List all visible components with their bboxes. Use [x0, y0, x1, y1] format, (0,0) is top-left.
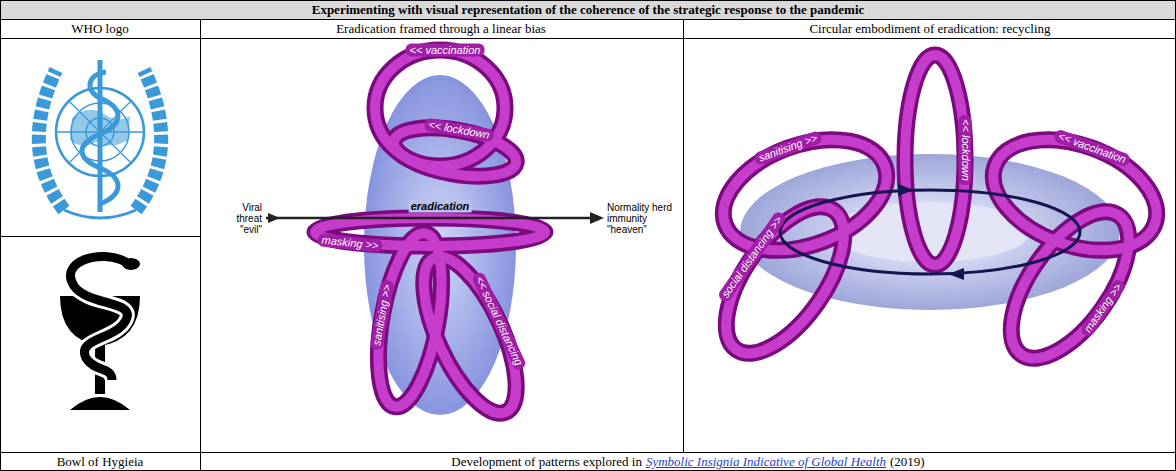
- circular-knot: [703, 55, 1171, 378]
- ring-label: << lockdown: [959, 115, 972, 185]
- who-logo-part: [39, 70, 64, 210]
- ring-label: << vaccination: [406, 44, 485, 57]
- linear-knot-part: [315, 50, 545, 426]
- endpoint-label: Normality herd immunity "heaven": [607, 202, 673, 235]
- ring-label: masking >>: [1079, 278, 1127, 339]
- column-header: WHO logo: [71, 21, 128, 37]
- table-title: Experimenting with visual representation…: [312, 2, 865, 18]
- ring-label: << lockdown: [424, 118, 495, 143]
- caption-line: Development of patterns explored inSymbo…: [451, 454, 924, 470]
- circular-knot-part: [780, 190, 1080, 274]
- linear-knot-part: [315, 50, 545, 426]
- linear-knot-part: [268, 213, 280, 223]
- ring-label: sanitising >>: [370, 280, 395, 351]
- table-grid-part: [0, 452, 1176, 453]
- column-header: Eradication framed through a linear bias: [336, 21, 546, 37]
- hygieia-bowl-part: [70, 256, 127, 380]
- ring-label: masking >>: [317, 233, 383, 253]
- ring-label: sanitising >>: [753, 130, 823, 166]
- caption-text: Development of patterns explored in: [451, 454, 642, 470]
- ring-label: << social distancing: [471, 271, 527, 371]
- table-grid-part: [200, 19, 201, 471]
- who-logo-part: [64, 210, 136, 218]
- hygieia-bowl-part: [70, 397, 130, 410]
- table-grid-part: [683, 19, 684, 452]
- linear-knot-part: [266, 217, 596, 220]
- hygieia-bowl: [60, 256, 140, 410]
- linear-knot-part-part: [405, 244, 535, 425]
- circular-knot-part-part: [905, 55, 965, 265]
- hygieia-bowl-part: [70, 256, 127, 380]
- circular-knot-part-part: [708, 119, 902, 271]
- column-header: Circular embodiment of eradication: recy…: [809, 21, 1050, 37]
- circular-knot-part: [703, 55, 1171, 378]
- who-logo-part: [136, 70, 161, 210]
- circular-knot-part-part: [703, 187, 866, 372]
- circular-knot-part: [703, 55, 1171, 378]
- arrow-label: eradication: [409, 200, 472, 213]
- table-grid-part: [0, 38, 1176, 39]
- circular-knot-part-part: [708, 119, 902, 271]
- circular-knot-part: [898, 184, 914, 196]
- ring-label: << vaccination: [1053, 128, 1132, 167]
- linear-knot: [266, 50, 604, 426]
- circular-knot-part: [948, 268, 964, 280]
- circular-knot-part-part: [988, 192, 1151, 377]
- circular-knot-part-part: [905, 55, 965, 265]
- reference-link: Symbolic Insignia Indicative of Global H…: [646, 454, 886, 470]
- ring-label: social distancing >>: [717, 210, 788, 303]
- who-logo: [39, 60, 161, 218]
- linear-knot-part-part: [405, 244, 535, 425]
- endpoint-label: Viral threat "evil": [226, 202, 262, 235]
- image-caption: Bowl of Hygieia: [57, 454, 144, 470]
- hygieia-bowl-part: [122, 258, 140, 270]
- table-grid-part: [0, 19, 1176, 20]
- table-grid-part: [0, 236, 200, 237]
- linear-knot-part: [590, 212, 604, 224]
- who-logo-part: [82, 72, 118, 204]
- table-grid-part: [1, 1, 1175, 19]
- caption-text: (2019): [890, 454, 925, 470]
